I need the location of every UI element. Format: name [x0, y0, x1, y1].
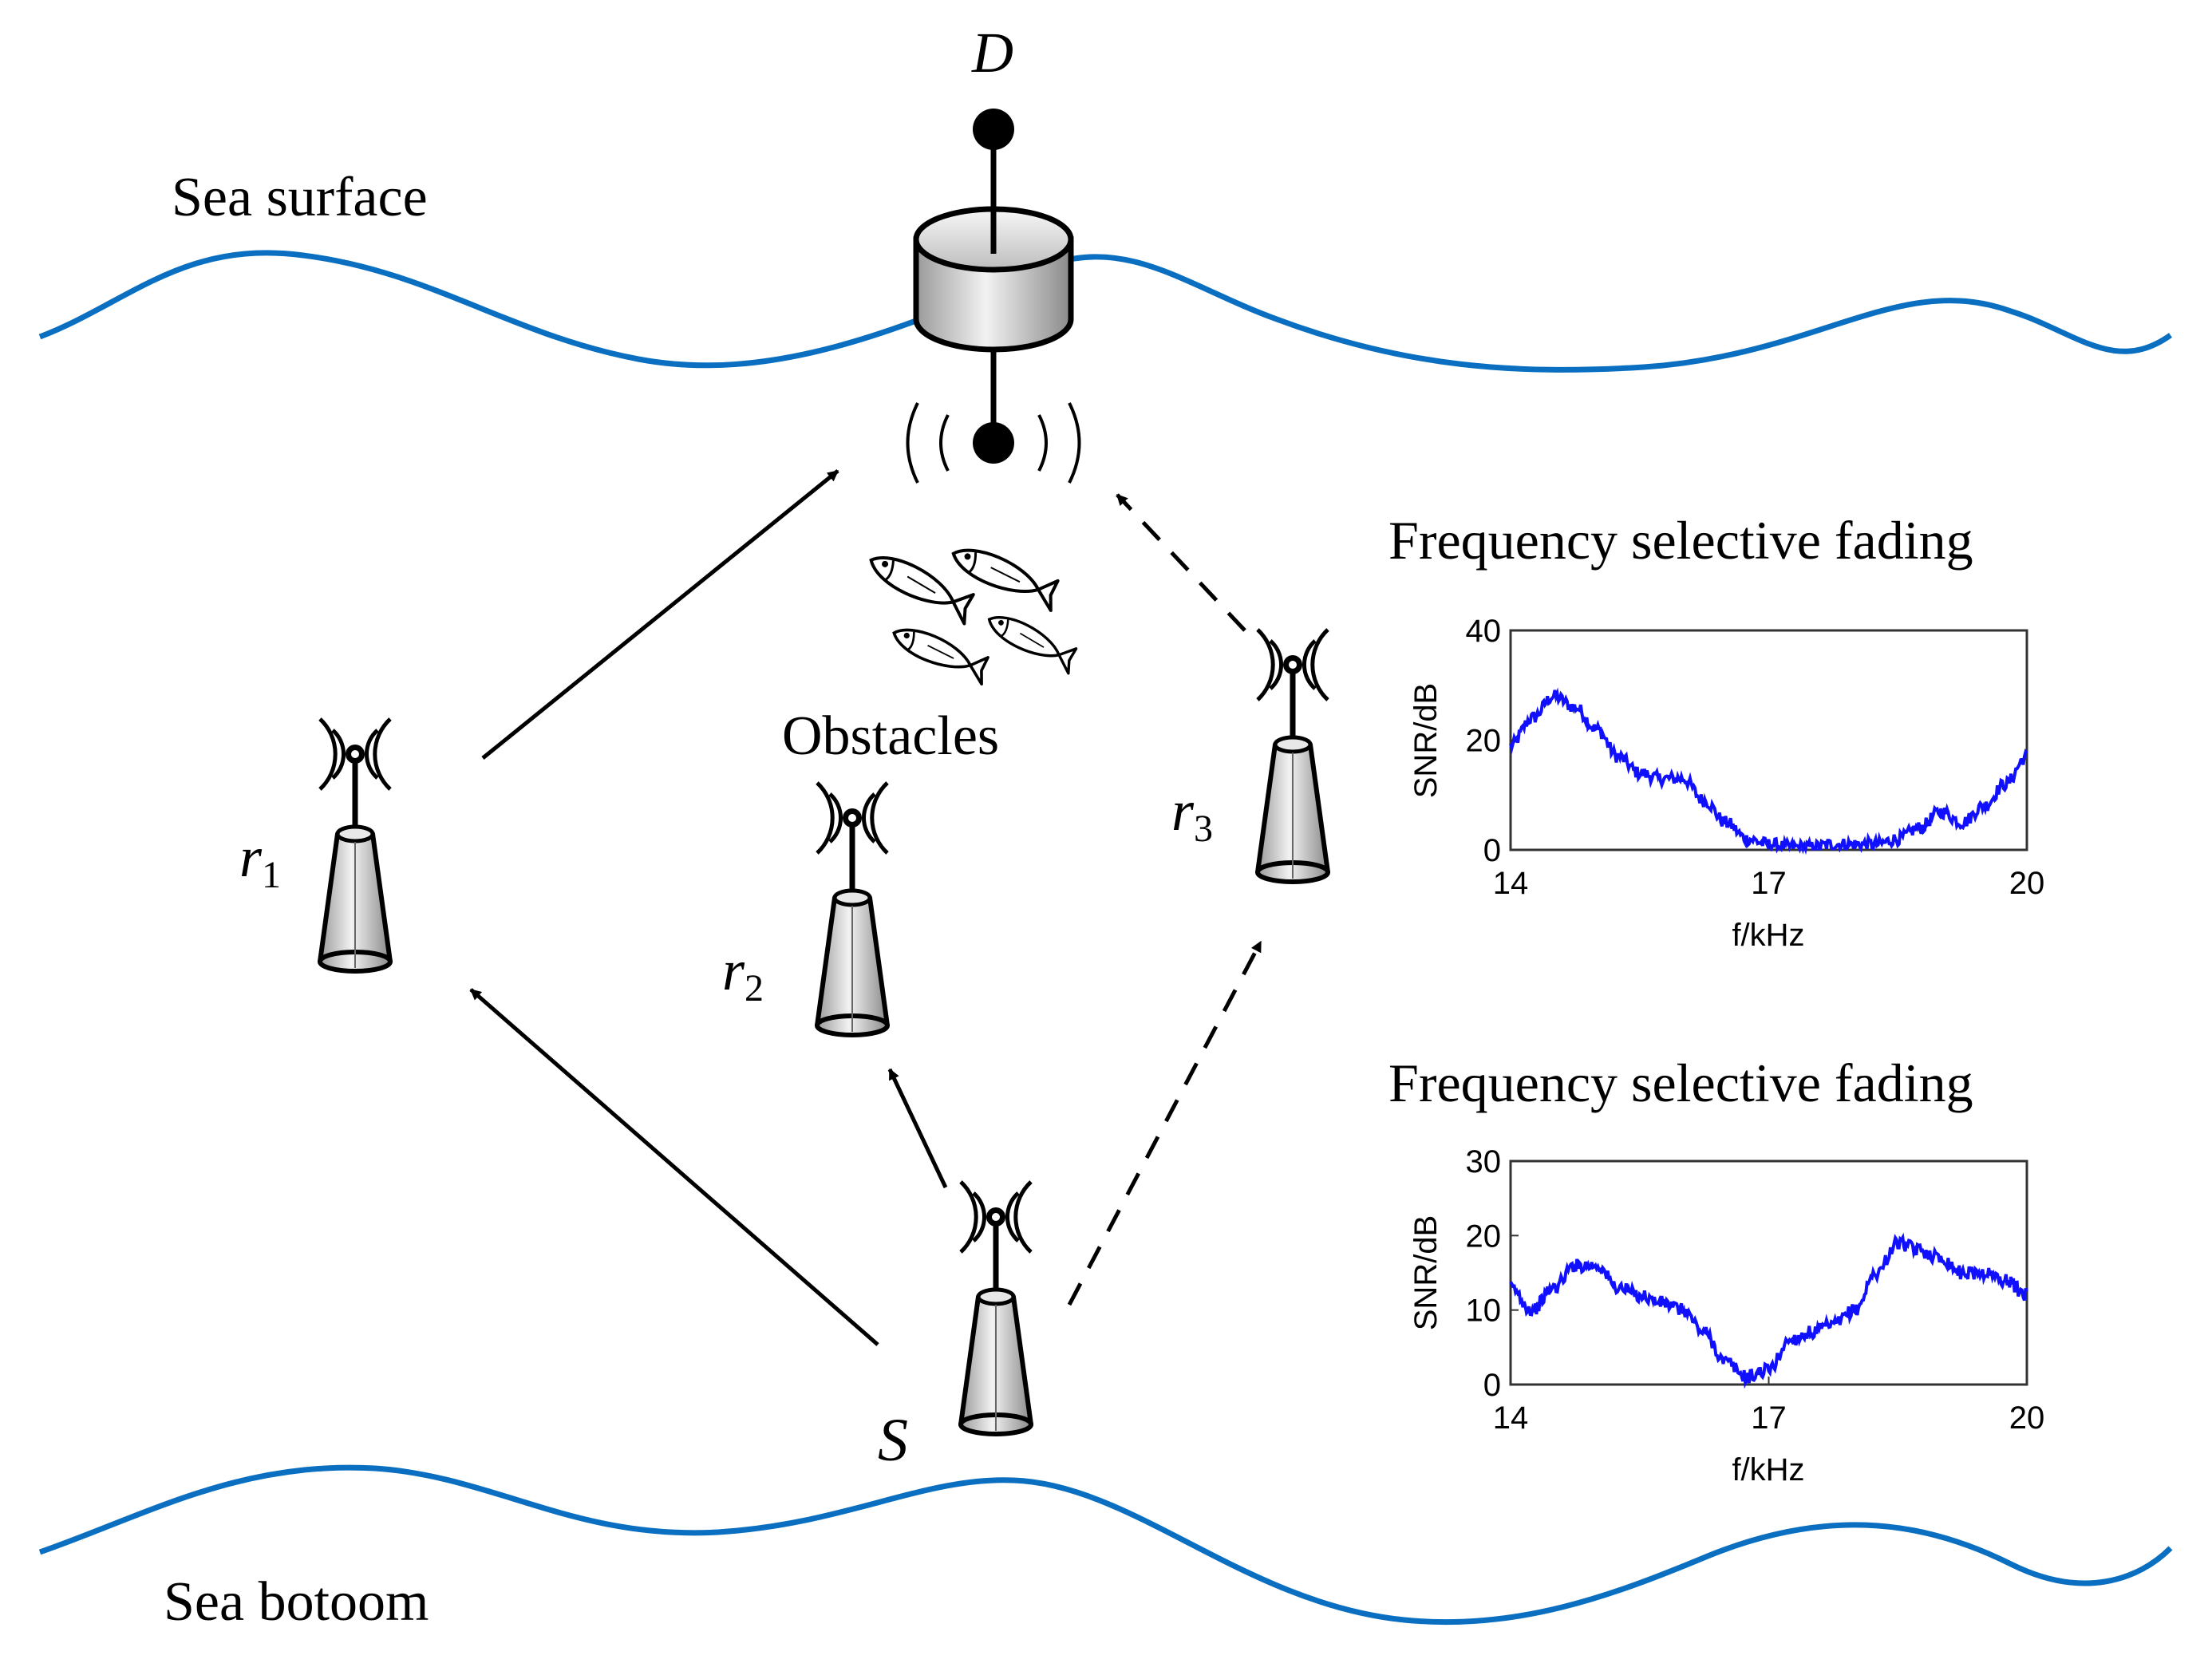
snr-chart-1: Frequency selective fading 14 17 20 0 20 40 f… — [1388, 510, 2044, 953]
chart-1-ylabel: SNR/dB — [1408, 683, 1444, 799]
arrow-source-to-r3-dashed — [1067, 940, 1263, 1306]
sea-bottom-wave — [38, 1464, 2173, 1626]
chart-2-ylabel: SNR/dB — [1408, 1215, 1444, 1331]
sea-surface-label: Sea surface — [172, 167, 428, 228]
destination-label: D — [971, 21, 1013, 85]
chart-1-xlabel: f/kHz — [1732, 918, 1804, 953]
chart-2-xlabel: f/kHz — [1732, 1452, 1804, 1487]
source-antenna-tower-icon — [961, 1182, 1031, 1434]
chart-1-snr-trace — [1509, 687, 2028, 855]
relay-r2-label: r2 — [722, 938, 764, 1009]
fish-icon — [860, 541, 1081, 686]
chart-1-ytick-label: 40 — [1466, 614, 1502, 649]
chart-1-xtick-label: 14 — [1493, 866, 1529, 901]
chart-2-ytick-label: 30 — [1466, 1144, 1502, 1179]
buoy-icon — [906, 109, 1081, 484]
chart-2-snr-trace — [1509, 1232, 2028, 1389]
chart-2-plot-area — [1509, 1159, 2028, 1386]
chart-1-xtick-label: 20 — [2009, 866, 2045, 901]
sea-bottom-label: Sea botoom — [164, 1571, 429, 1633]
snr-chart-2: Frequency selective fading 14 17 20 0 10 20 30… — [1388, 1053, 2044, 1487]
chart-2-xtick-label: 20 — [2009, 1400, 2045, 1436]
sea-surface-wave — [38, 250, 2173, 373]
relay-r2-antenna-tower-icon — [817, 783, 887, 1035]
chart-2-xtick-label: 14 — [1493, 1400, 1529, 1436]
obstacles-label: Obstacles — [782, 705, 999, 767]
chart-1-xtick-label: 17 — [1751, 866, 1787, 901]
relay-r3-label: r3 — [1171, 779, 1213, 850]
source-label: S — [878, 1407, 908, 1474]
relay-r1-label: r1 — [239, 825, 281, 896]
arrow-r3-to-destination-dashed — [1116, 493, 1246, 632]
chart-2-ytick-label: 10 — [1466, 1294, 1502, 1329]
chart-2-ytick-label: 0 — [1483, 1368, 1501, 1403]
chart-1-ytick-label: 0 — [1483, 833, 1501, 868]
relay-r1-antenna-tower-icon — [320, 719, 390, 971]
chart-1-ytick-label: 20 — [1466, 724, 1502, 759]
chart-2-title: Frequency selective fading — [1388, 1053, 1973, 1113]
arrow-r1-to-destination — [481, 469, 839, 760]
arrow-source-to-r2 — [887, 1068, 948, 1189]
chart-1-title: Frequency selective fading — [1388, 510, 1973, 571]
relay-r3-antenna-tower-icon — [1258, 630, 1328, 882]
arrow-source-to-r1 — [469, 988, 879, 1346]
chart-2-xtick-label: 17 — [1751, 1400, 1787, 1436]
chart-2-ytick-label: 20 — [1466, 1219, 1502, 1254]
